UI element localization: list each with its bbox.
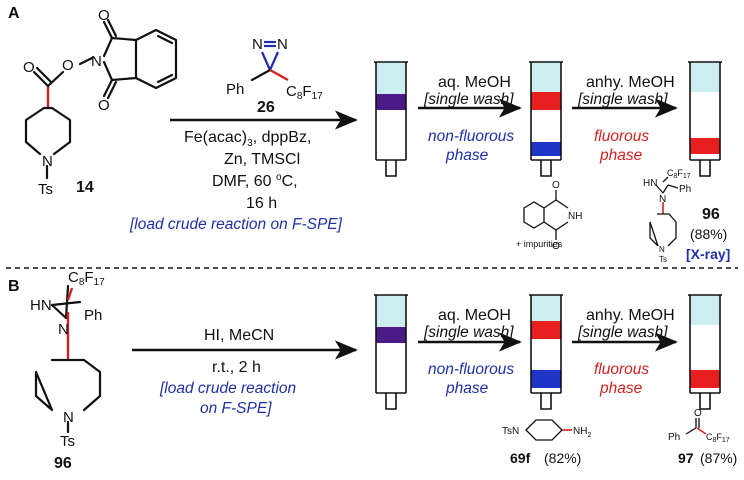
yield-69f: (82%) xyxy=(544,450,581,466)
yield-97: (87%) xyxy=(700,450,737,466)
wash-b1-solvent: aq. MeOH xyxy=(438,307,511,324)
xray-label: [X-ray] xyxy=(686,246,730,262)
reactant-b-hn: HN xyxy=(30,297,52,314)
piperidine-n: N xyxy=(42,153,53,170)
tosyl-label: Ts xyxy=(38,181,53,198)
conditions-a-line2: Zn, TMSCl xyxy=(224,151,300,168)
impurities-note: + impurities xyxy=(516,239,563,249)
byproduct-nh: NH xyxy=(568,211,582,222)
wash-b2-mode: [single wash] xyxy=(577,324,668,341)
product-96-structure xyxy=(649,176,679,247)
compound-number-97: 97 xyxy=(678,450,694,466)
phthalimide-byproduct-structure xyxy=(523,190,569,240)
reagent-rf: C8F17 xyxy=(286,83,323,102)
conditions-a-line3: DMF, 60 oC, xyxy=(212,172,298,190)
compound-number-96-b: 96 xyxy=(54,455,72,472)
compound-number-14: 14 xyxy=(76,179,94,196)
wash-b1-phase-2: phase xyxy=(445,380,489,397)
wash-b2-phase-2: phase xyxy=(599,380,643,397)
wash-a2-phase-1: fluorous xyxy=(594,128,649,145)
ester-o: O xyxy=(62,57,74,74)
reactant-14-structure xyxy=(24,18,178,180)
spe-column-b3 xyxy=(688,294,722,410)
byproduct-o-top: O xyxy=(552,180,560,191)
conditions-b-line2: r.t., 2 h xyxy=(212,359,261,376)
reactant-96-structure xyxy=(34,284,102,434)
reactant-b-ring-n: N xyxy=(63,409,74,426)
product-rf: C8F17 xyxy=(667,168,691,180)
diazirine-n-left: N xyxy=(252,36,263,53)
spe-column-a3 xyxy=(688,61,722,177)
amine-tsn: TsN xyxy=(502,426,519,437)
amine-69f-structure xyxy=(525,419,572,441)
note-b-line1: [load crude reaction xyxy=(159,380,296,397)
ketone-97-structure xyxy=(685,418,707,435)
spe-column-a2 xyxy=(529,61,563,177)
wash-a2-phase-2: phase xyxy=(599,147,643,164)
spe-column-a1 xyxy=(374,61,408,177)
diazirine-26-structure xyxy=(250,40,289,82)
compound-number-96-a: 96 xyxy=(702,206,720,223)
wash-b2-phase-1: fluorous xyxy=(594,361,649,378)
panel-a-label: A xyxy=(8,5,20,22)
conditions-a-line1: Fe(acac)3, dppBz, xyxy=(184,129,311,149)
wash-a1-phase-1: non-fluorous xyxy=(428,128,514,145)
product-ts: Ts xyxy=(659,255,667,264)
amine-nh2: NH2 xyxy=(573,426,591,439)
wash-b1-phase-1: non-fluorous xyxy=(428,361,514,378)
wash-a2-solvent: anhy. MeOH xyxy=(586,74,675,91)
reactant-b-n: N xyxy=(58,321,69,338)
byproduct-o-bottom: O xyxy=(552,241,560,252)
wash-a1-solvent: aq. MeOH xyxy=(438,74,511,91)
ketone-o: O xyxy=(694,408,702,419)
compound-number-69f: 69f xyxy=(510,450,531,466)
wash-b1-mode: [single wash] xyxy=(423,324,514,341)
phthalimide-o-top: O xyxy=(98,7,110,24)
wash-a1-mode: [single wash] xyxy=(423,91,514,108)
reactant-b-rf: C8F17 xyxy=(68,269,105,288)
reactant-b-ph: Ph xyxy=(84,307,102,324)
product-hn: HN xyxy=(643,178,657,189)
wash-a1-phase-2: phase xyxy=(445,147,489,164)
wash-b2-solvent: anhy. MeOH xyxy=(586,307,675,324)
note-a: [load crude reaction on F-SPE] xyxy=(129,216,343,233)
wash-a2-mode: [single wash] xyxy=(577,91,668,108)
diazirine-n-right: N xyxy=(277,36,288,53)
ester-carbonyl-o: O xyxy=(23,59,35,76)
reactant-b-ts: Ts xyxy=(60,433,75,450)
product-azir-n: N xyxy=(659,194,666,205)
spe-column-b1 xyxy=(374,294,408,410)
yield-96: (88%) xyxy=(690,226,727,242)
note-b-line2: on F-SPE] xyxy=(200,400,272,417)
spe-column-b2 xyxy=(529,294,563,410)
ketone-rf: C8F17 xyxy=(706,432,730,444)
product-ph: Ph xyxy=(679,184,691,195)
conditions-b-line1: HI, MeCN xyxy=(204,327,274,344)
panel-b-label: B xyxy=(8,278,20,295)
compound-number-26: 26 xyxy=(257,99,275,116)
phthalimide-o-bottom: O xyxy=(98,97,110,114)
product-ring-n: N xyxy=(659,245,665,254)
reagent-ph: Ph xyxy=(226,81,244,98)
conditions-a-line4: 16 h xyxy=(246,195,277,212)
ketone-ph: Ph xyxy=(668,432,680,443)
phthalimide-n: N xyxy=(91,53,102,70)
